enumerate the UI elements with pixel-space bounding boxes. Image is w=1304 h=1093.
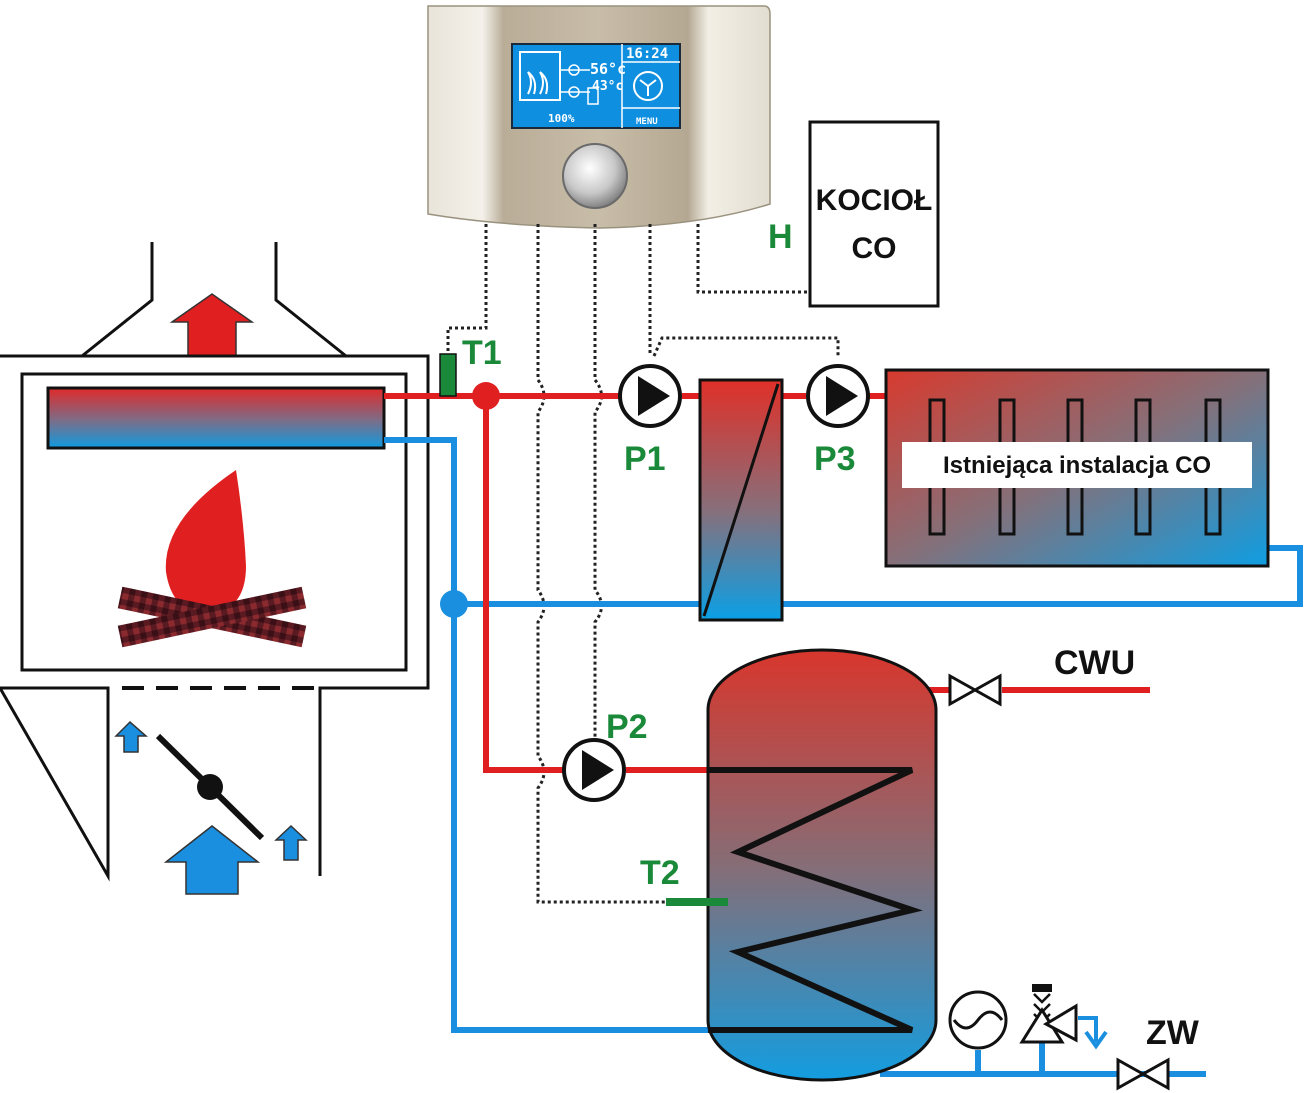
- safety-valve: [1019, 984, 1078, 1044]
- label-cwu: CWU: [1054, 644, 1135, 682]
- installation-label: Istniejąca instalacja CO: [943, 452, 1211, 479]
- pump-p2: [562, 738, 626, 802]
- control-knob[interactable]: [562, 143, 628, 209]
- screen-temp-1: 56°c: [590, 60, 626, 78]
- hot-junction: [472, 382, 500, 410]
- label-t1: T1: [462, 334, 502, 372]
- hot-water-tank: [706, 648, 938, 1082]
- boiler-co-box: KOCIOŁ CO: [808, 120, 940, 308]
- controller-unit: 16:24 56°c 43°c 100% MENU: [427, 5, 771, 229]
- air-intake-arrow-left: [114, 720, 148, 753]
- screen-time: 16:24: [626, 46, 668, 62]
- furnace-heat-exchanger: [46, 386, 386, 450]
- boiler-label-line1: KOCIOŁ: [816, 184, 933, 217]
- exhaust-arrow: [169, 293, 255, 357]
- air-damper: [155, 733, 265, 841]
- sensor-t1: [439, 353, 457, 397]
- label-p3: P3: [814, 440, 856, 478]
- label-h: H: [768, 218, 793, 256]
- firewood-logs: [117, 586, 307, 648]
- pump-p1: [618, 364, 682, 428]
- cold-junction: [440, 590, 468, 618]
- cwu-valve: [948, 673, 1002, 707]
- zw-valve: [1116, 1057, 1170, 1091]
- label-zw: ZW: [1146, 1014, 1200, 1052]
- existing-installation: Istniejąca instalacja CO: [884, 368, 1270, 568]
- flame-icon: [165, 470, 246, 614]
- label-t2: T2: [640, 854, 680, 892]
- air-intake-arrow-right: [274, 824, 308, 861]
- pump-p3: [806, 364, 870, 428]
- boiler-label-line2: CO: [852, 232, 897, 265]
- screen-fan-percent: 100%: [548, 112, 575, 125]
- controller-screen: [511, 43, 681, 129]
- cold-return-pipes: [384, 437, 1303, 1077]
- control-wires: [446, 224, 840, 904]
- furnace: [0, 354, 430, 882]
- drain-arrow: [1078, 1016, 1108, 1050]
- label-p1: P1: [624, 440, 666, 478]
- label-p2: P2: [606, 708, 648, 746]
- screen-menu-label: MENU: [636, 117, 658, 127]
- air-intake-arrow-large: [163, 825, 261, 895]
- flue-chimney: [81, 242, 347, 358]
- screen-temp-2: 43°c: [592, 79, 623, 94]
- tank-coil: [708, 767, 923, 1033]
- expansion-vessel: [948, 990, 1008, 1050]
- plate-heat-exchanger: [698, 378, 784, 622]
- sensor-t2: [666, 898, 728, 906]
